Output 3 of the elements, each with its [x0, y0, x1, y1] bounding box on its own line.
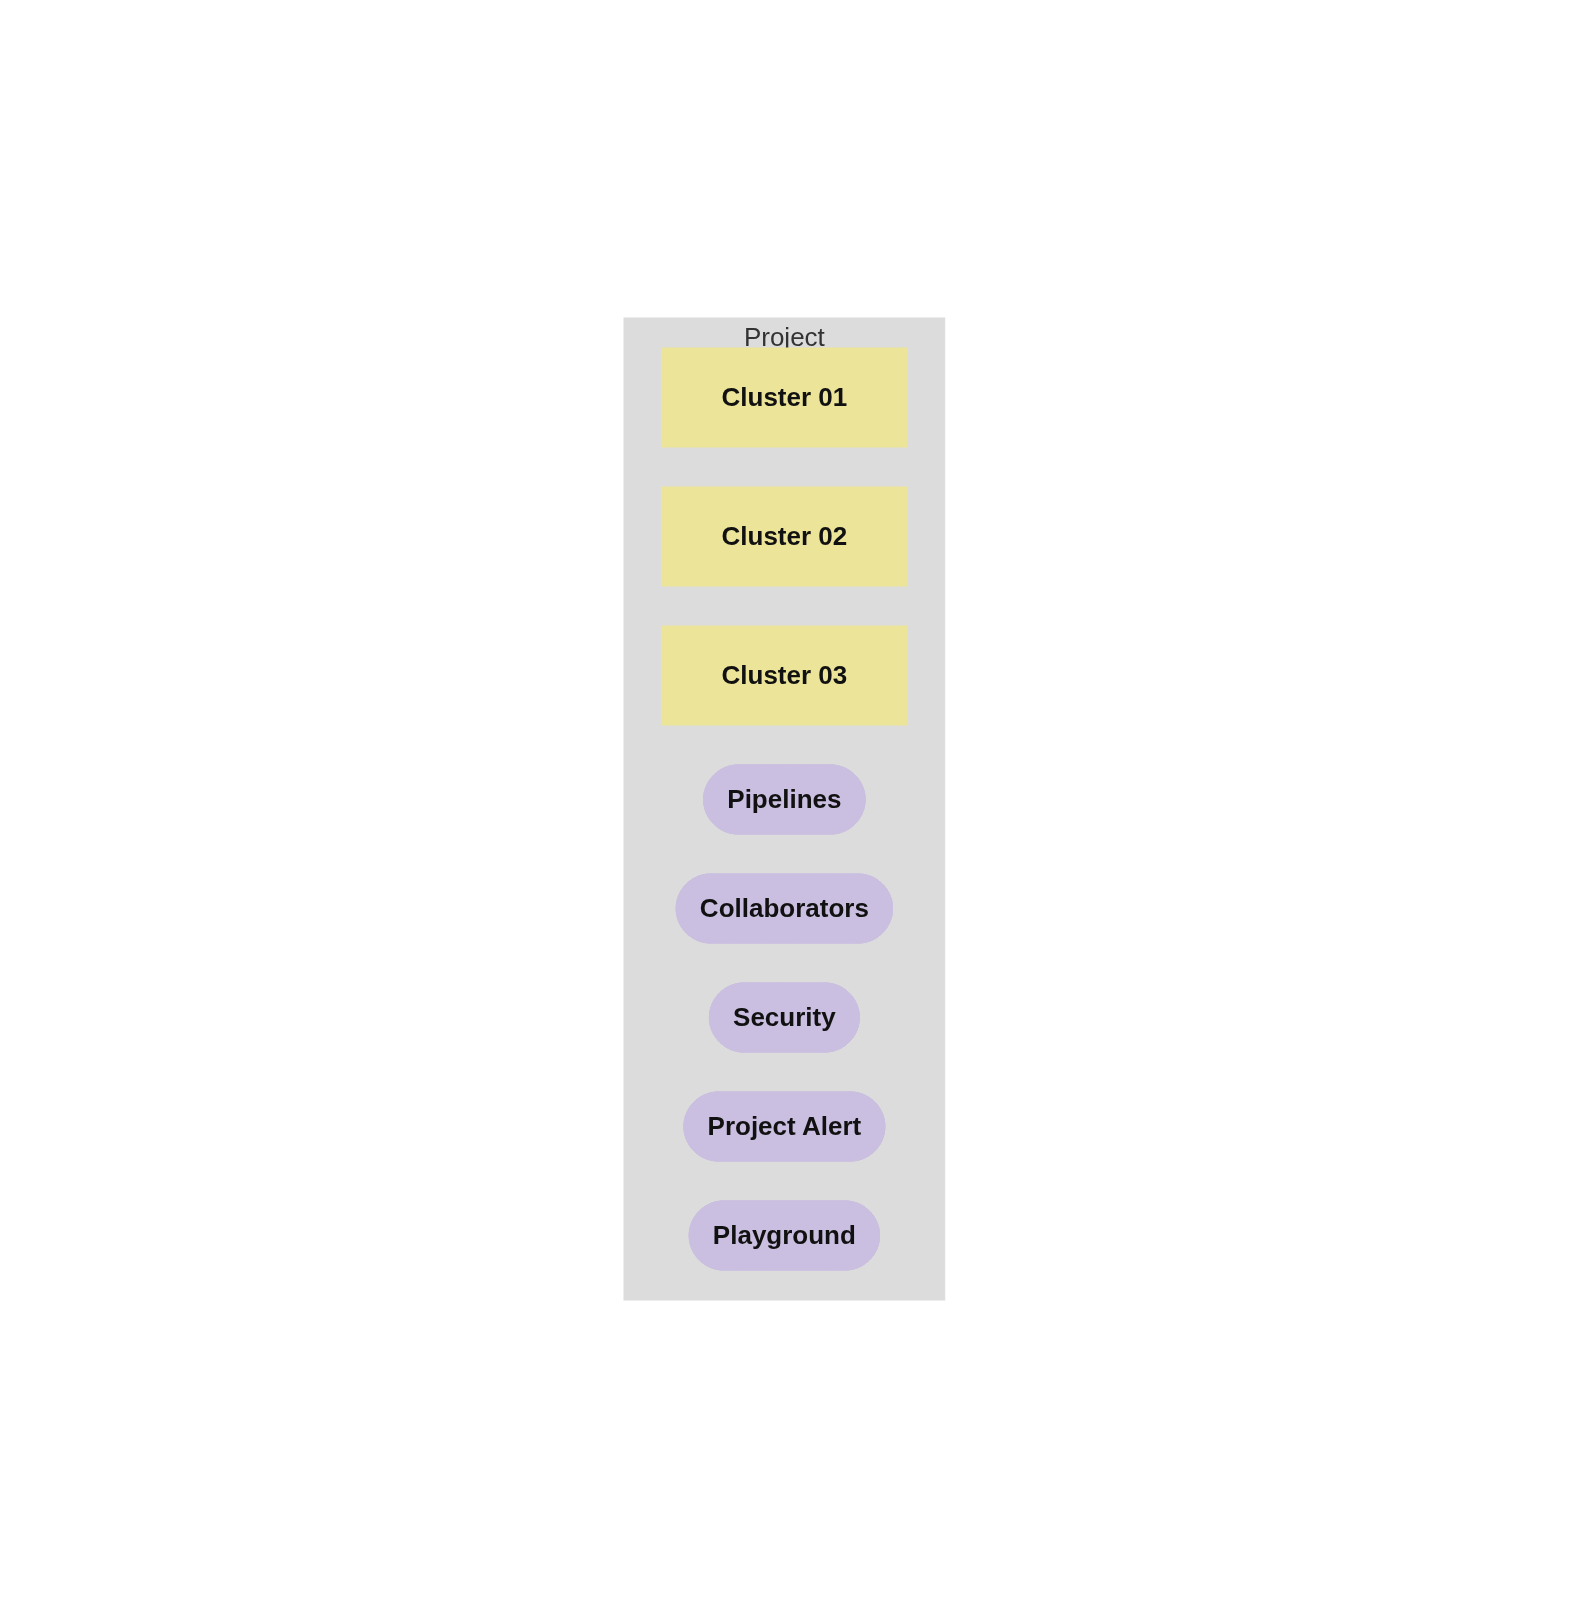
node-box: Cluster 01	[661, 347, 908, 447]
node-box: Cluster 02	[661, 486, 908, 586]
node-box: Cluster 03	[661, 625, 908, 725]
